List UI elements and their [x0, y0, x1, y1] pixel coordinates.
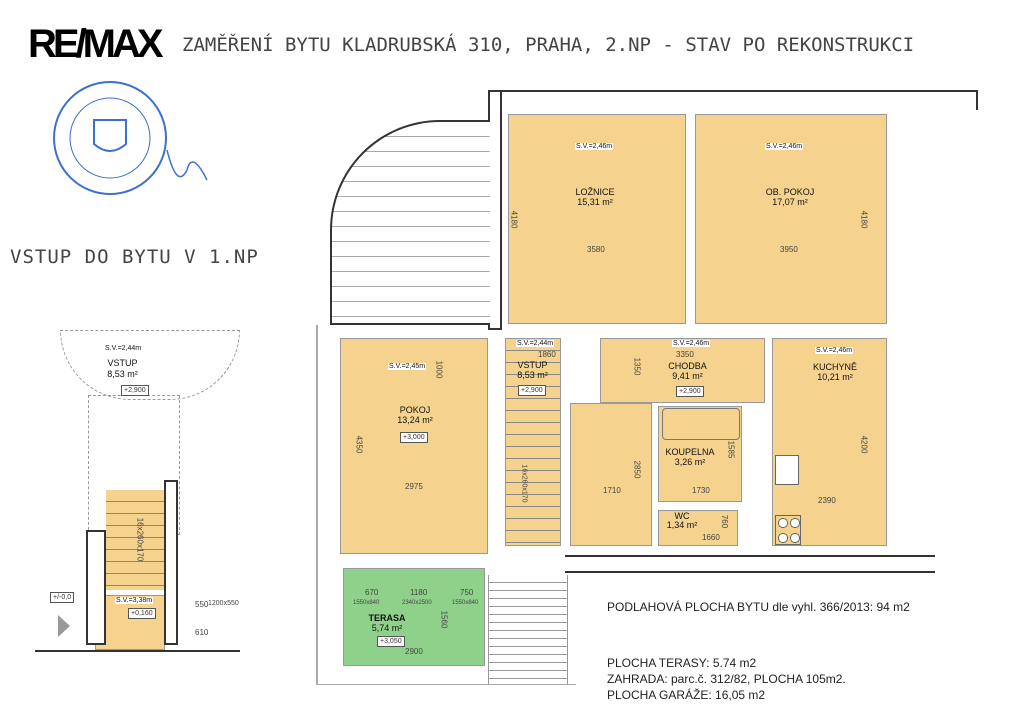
dim: 1180: [410, 588, 428, 597]
dim: 1585: [726, 440, 736, 459]
dim: 4350: [354, 435, 364, 454]
room-name: POKOJ: [399, 405, 431, 415]
entrance-sv-bottom: S.V.=3,38m: [115, 597, 154, 604]
entrance-level-bottom: +0,160: [128, 608, 156, 619]
plan-title: ZAMĚŘENÍ BYTU KLADRUBSKÁ 310, PRAHA, 2.N…: [182, 34, 915, 56]
entrance-sv-top: S.V.=2,44m: [104, 345, 143, 352]
entrance-stairs: 16x260x170: [135, 517, 145, 562]
room-name: WC: [674, 511, 690, 521]
room-area: 8,53 m²: [517, 370, 548, 380]
dim: 2975: [405, 482, 423, 491]
room-chodba-2: [570, 403, 652, 546]
room-sv: S.V.=2,46m: [765, 143, 804, 150]
room-area: 9,41 m²: [672, 371, 703, 381]
dim: 750: [460, 588, 474, 597]
dim: 1550x840: [353, 600, 380, 606]
dim: 670: [365, 588, 379, 597]
room-area: 3,26 m²: [674, 457, 706, 467]
entry-arrow-icon: [58, 615, 70, 637]
floor-area: PODLAHOVÁ PLOCHA BYTU dle vyhl. 366/2013…: [607, 600, 910, 614]
room-kuchyne: [772, 338, 887, 546]
dim: 2390: [818, 496, 836, 505]
entrance-level-top: +2,900: [121, 385, 149, 396]
dim: 1000: [434, 360, 444, 379]
dim: 2340x2500: [402, 600, 432, 606]
dim: 1550x840: [452, 600, 479, 606]
room-vstup: [505, 338, 561, 546]
terrace-area: PLOCHA TERASY: 5.74 m2: [607, 656, 757, 670]
dim: 1860: [538, 350, 556, 359]
dim: 1660: [702, 533, 720, 542]
room-koupelna: [658, 406, 742, 502]
dim: 760: [720, 514, 730, 529]
room-name: VSTUP: [517, 360, 548, 370]
room-area: 1,34 m²: [666, 520, 698, 530]
entrance-area: 8,53 m²: [107, 369, 138, 379]
room-area: 10,21 m²: [817, 372, 853, 382]
dim: 3350: [676, 350, 694, 359]
room-sv: S.V.=2,45m: [388, 363, 427, 370]
dim: 1730: [692, 486, 710, 495]
dim: 16x260x170: [520, 464, 528, 503]
room-sv: S.V.=2,46m: [575, 143, 614, 150]
dim: 4180: [509, 210, 519, 229]
room-name: OB. POKOJ: [765, 187, 815, 197]
dim: 1710: [603, 486, 621, 495]
dim: 1350: [632, 357, 642, 376]
room-level: +2,900: [518, 385, 546, 396]
dim: 2850: [632, 460, 642, 479]
room-area: 15,31 m²: [577, 197, 613, 207]
dim: 1200x550: [208, 600, 239, 607]
stove-icon: [775, 515, 801, 545]
garage-area: PLOCHA GARÁŽE: 16,05 m2: [607, 688, 766, 702]
entrance-name: VSTUP: [107, 358, 138, 368]
sink-icon: [775, 455, 799, 485]
room-name: KOUPELNA: [665, 447, 715, 457]
stamp-icon: [53, 81, 208, 195]
ground-level: +/-0,0: [50, 592, 75, 603]
room-pokoj: [340, 338, 488, 554]
room-sv: S.V.=2,46m: [815, 347, 854, 354]
dim: 610: [195, 628, 209, 637]
dim: 2900: [405, 647, 423, 656]
room-area: 17,07 m²: [772, 197, 808, 207]
room-level: +3,000: [400, 432, 428, 443]
room-name: CHODBA: [668, 361, 707, 371]
dim: 4200: [859, 435, 869, 454]
dim: 1560: [439, 610, 449, 629]
room-terasa: [343, 568, 485, 666]
room-sv: S.V.=2,46m: [672, 340, 711, 347]
room-level: +3,050: [377, 636, 405, 647]
garden-area: ZAHRADA: parc.č. 312/82, PLOCHA 105m2.: [607, 672, 846, 686]
room-area: 5,74 m²: [371, 623, 403, 633]
room-name: KUCHYNĚ: [812, 362, 857, 372]
dim: 3580: [587, 245, 605, 254]
dim: 4180: [859, 210, 869, 229]
bathtub-icon: [662, 408, 740, 440]
staircase: [330, 120, 490, 325]
room-area: 13,24 m²: [397, 415, 433, 425]
dim: 3950: [780, 245, 798, 254]
room-wc: [658, 510, 738, 546]
room-level: +2,900: [676, 386, 704, 397]
room-name: LOŽNICE: [575, 187, 615, 197]
room-sv: S.V.=2,44m: [516, 340, 555, 347]
dim: 550: [195, 600, 209, 609]
entrance-title: VSTUP DO BYTU V 1.NP: [10, 246, 259, 268]
room-name: TERASA: [368, 613, 406, 623]
remax-logo: RE/MAX: [28, 22, 164, 66]
